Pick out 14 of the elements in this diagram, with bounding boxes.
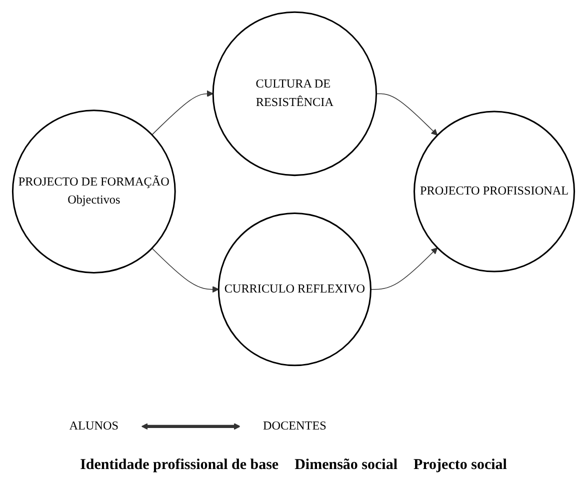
arrow bbox=[370, 247, 438, 290]
node-circle: PROJECTO DE FORMAÇÃO Objectivos bbox=[12, 110, 176, 274]
arrow bbox=[376, 93, 438, 136]
arrow bbox=[141, 423, 240, 430]
arrow bbox=[152, 90, 214, 136]
node-circle: CURRICULO REFLEXIVO bbox=[218, 212, 372, 366]
center-note: Projecto social bbox=[414, 457, 507, 474]
node-circle: CULTURA DE RESISTÊNCIA bbox=[212, 11, 378, 176]
node-text: ALUNOS bbox=[69, 420, 119, 432]
node-circle: PROJECTO PROFISSIONAL bbox=[414, 110, 576, 272]
center-note: Identidade profissional de base bbox=[80, 457, 279, 474]
center-note: Dimensão social bbox=[294, 457, 398, 474]
arrow bbox=[152, 248, 219, 293]
node-text: DOCENTES bbox=[262, 420, 326, 432]
